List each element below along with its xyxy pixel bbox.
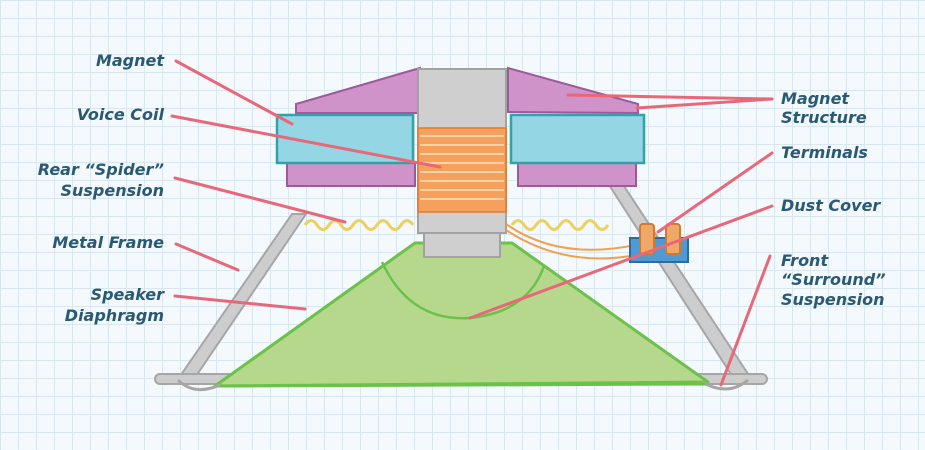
label-speaker-diaphragm-line1: Speaker — [91, 285, 166, 304]
label-front-surround-line2: “Surround” — [781, 270, 886, 289]
magnet — [286, 161, 637, 187]
label-rear-spider-line2: Suspension — [60, 181, 164, 200]
label-voice-coil: Voice Coil — [77, 105, 165, 124]
label-front-surround-line3: Suspension — [781, 290, 885, 309]
label-speaker-diaphragm-line2: Diaphragm — [65, 306, 164, 325]
label-dust-cover: Dust Cover — [781, 196, 881, 215]
label-metal-frame: Metal Frame — [52, 233, 164, 252]
rear-spider — [303, 219, 610, 231]
label-front-surround-line1: Front — [781, 251, 829, 270]
leader-lines — [170, 59, 774, 387]
label-magnet-structure-line2: Structure — [781, 108, 867, 127]
label-magnet: Magnet — [96, 51, 165, 70]
magnet-structure — [295, 66, 639, 115]
label-magnet-structure-line1: Magnet — [781, 89, 850, 108]
label-rear-spider-line1: Rear “Spider” — [38, 160, 164, 179]
speaker-diaphragm — [213, 241, 710, 388]
label-terminals: Terminals — [781, 143, 868, 162]
voice-coil — [417, 127, 507, 213]
front-surround — [176, 378, 749, 392]
